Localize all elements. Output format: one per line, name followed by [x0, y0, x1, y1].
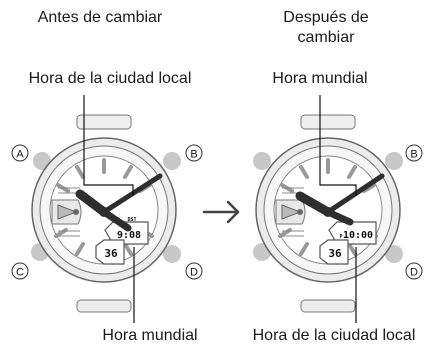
button-d-nub — [163, 245, 181, 263]
left-watch: DST 9:08 36 — [31, 95, 181, 323]
button-label-a: A — [11, 144, 29, 162]
button-label-b: B — [185, 144, 203, 162]
button-label-b-right: B — [405, 144, 423, 162]
hour-hand — [295, 191, 333, 217]
right-arrow-icon — [202, 200, 240, 224]
right-top-leader — [319, 95, 357, 196]
left-top-label: Hora de la ciudad local — [29, 70, 192, 87]
heading-after-line1: Después de — [283, 9, 368, 26]
button-label-d-right: D — [405, 262, 423, 280]
minute-hand — [101, 173, 163, 215]
left-lcd-lower: 36 — [104, 247, 118, 260]
sub-gauge — [275, 187, 306, 237]
left-lcd-small: DST — [127, 217, 136, 223]
svg-text:C: C — [16, 267, 24, 279]
svg-text:A: A — [16, 149, 24, 161]
left-lcd-time: 9:08 — [117, 230, 141, 241]
button-a-nub — [253, 152, 271, 170]
right-top-label: Hora mundial — [272, 70, 367, 87]
button-b-nub — [163, 152, 181, 170]
right-lcd-time: 10:00 — [343, 230, 373, 241]
heading-after-line2: cambiar — [298, 29, 356, 46]
svg-text:D: D — [410, 267, 418, 279]
sub-gauge — [51, 187, 82, 237]
lcd-lower-window — [319, 239, 349, 265]
left-top-leader — [83, 95, 134, 196]
button-label-d: D — [185, 262, 203, 280]
heading-before: Antes de cambiar — [38, 9, 163, 26]
minute-hand — [325, 173, 385, 215]
button-b-nub — [385, 152, 403, 170]
svg-text:D: D — [190, 267, 198, 279]
right-lcd-small: P — [339, 234, 342, 240]
lcd-lower-window — [95, 239, 125, 265]
right-watch: P 10:00 36 — [253, 95, 403, 323]
svg-text:B: B — [410, 149, 417, 161]
right-bottom-label: Hora de la ciudad local — [253, 327, 416, 344]
right-lcd-lower: 36 — [328, 247, 342, 260]
button-label-c: C — [11, 262, 29, 280]
svg-text:B: B — [190, 149, 197, 161]
left-bottom-label: Hora mundial — [102, 327, 197, 344]
button-d-nub — [385, 245, 403, 263]
